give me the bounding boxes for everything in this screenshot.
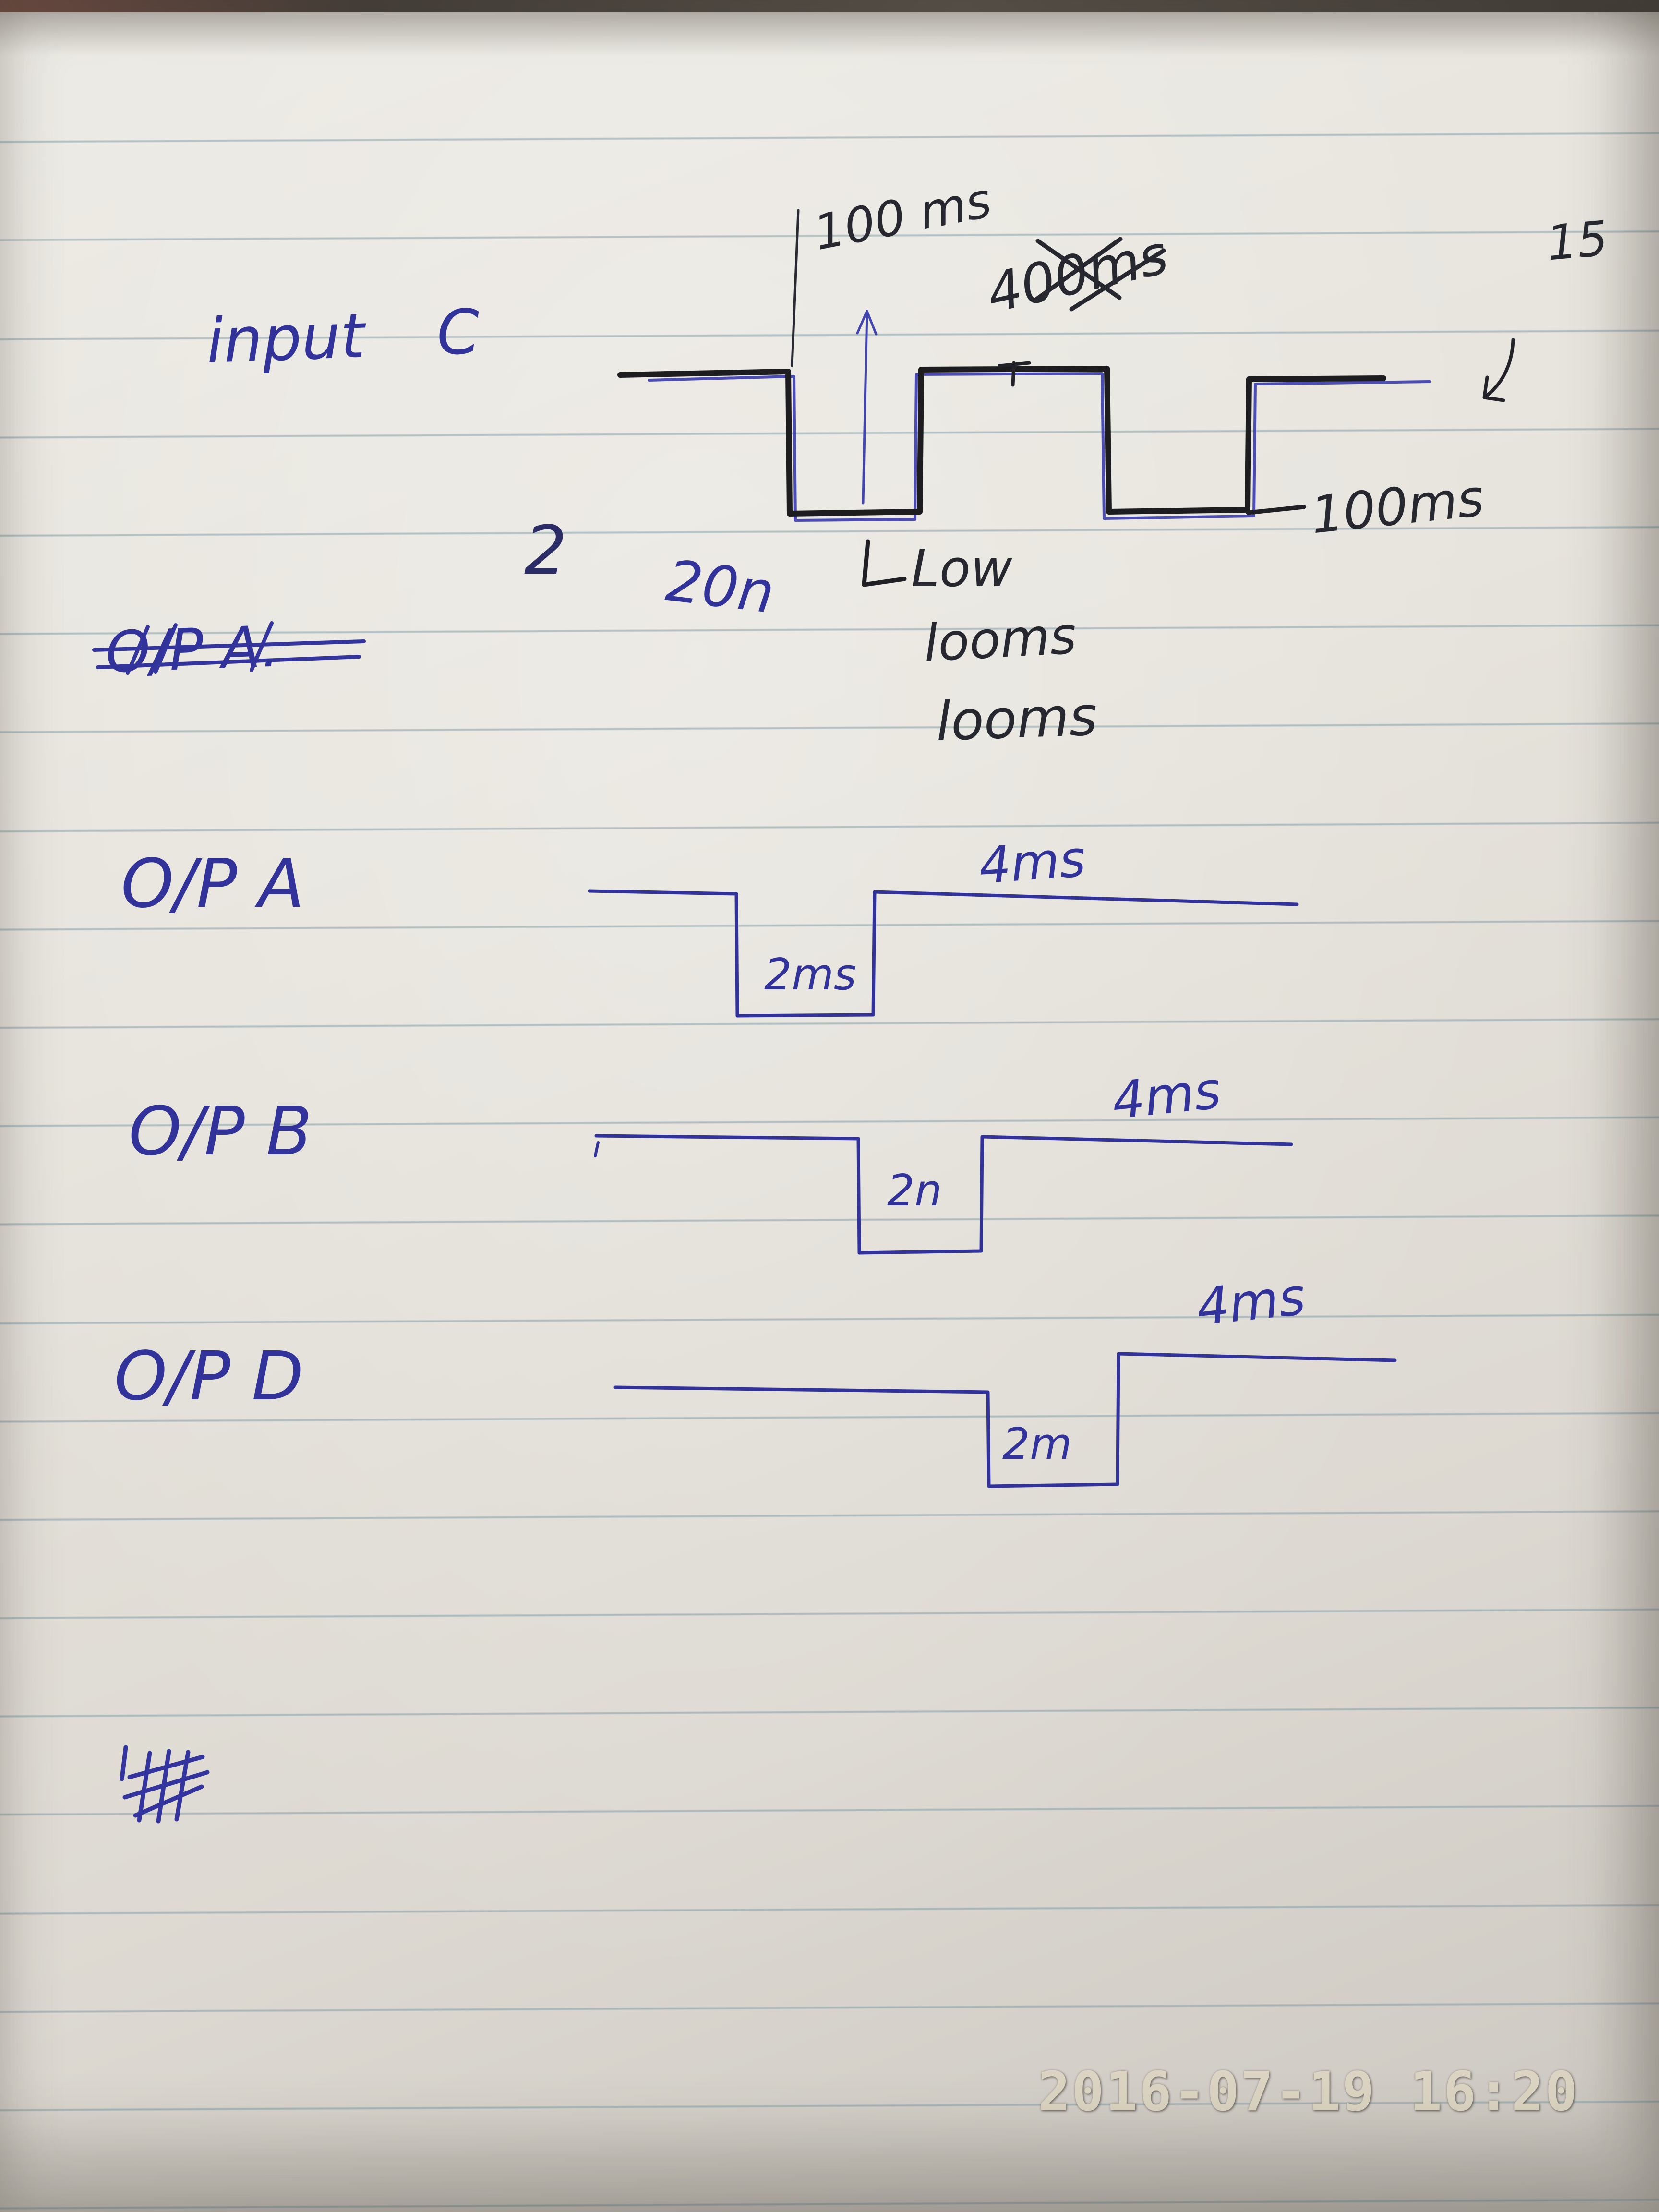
annotation-looms-2: looms [935,685,1098,753]
annotation-15: 15 [1544,210,1611,272]
camera-timestamp: 2016-07-19 16:20 [1038,2061,1579,2123]
output-a-low-label: 2ms [764,950,856,1000]
annotation-20n: 20n [662,547,778,626]
top-shadow [0,12,1659,56]
output-b-high-label: 4ms [1109,1060,1224,1131]
check-arrow-icon [1482,338,1515,402]
output-d-low-label: 2m [1002,1419,1072,1469]
annotation-400ms: 400ms [981,223,1174,325]
output-d-label: O/P D [114,1337,304,1416]
annotation-top-100ms: 100 ms [809,172,996,262]
output-d-high-label: 4ms [1194,1267,1308,1337]
scribble-mark [120,1745,210,1824]
output-a-high-label: 4ms [977,829,1088,895]
annotation-right-100ms: 100ms [1308,468,1487,545]
output-a-waveform [588,889,1299,1018]
measure-line [791,209,800,367]
input-waveform [617,366,1386,517]
annotation-looms-1: looms [922,606,1078,673]
input-label: input C [205,296,481,377]
annotation-2: 2 [524,512,567,590]
output-b-label: O/P B [129,1093,313,1171]
up-arrow-icon [856,310,878,505]
annotation-low: Low [911,539,1012,598]
output-a-label: O/P A [121,845,305,923]
struck-label: O/P A. [104,613,280,685]
pulse-top-tick [998,361,1031,387]
output-b-waveform [594,1134,1293,1255]
output-b-start-tick [594,1141,600,1157]
output-b-low-label: 2n [887,1166,942,1216]
low-elbow [862,539,907,587]
right-100ms-dash [1246,505,1306,515]
paper-top-edge [0,0,1659,12]
